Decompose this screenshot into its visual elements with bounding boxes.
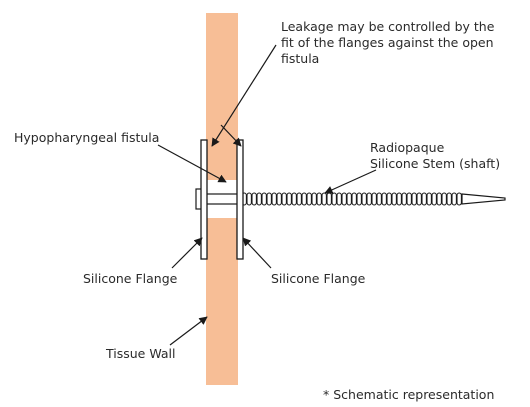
fistula-leader [157,144,227,183]
stem-rib [246,192,252,206]
stem-rib [406,192,412,206]
stem-rib [421,192,427,206]
stem-rib [271,192,277,206]
stem-rib [346,192,352,206]
stem-rib [446,192,452,206]
stem-label-line1: Radiopaque [370,140,445,155]
silicone-flange-left [200,139,208,260]
stem-rib [381,192,387,206]
stem-rib [391,192,397,206]
stem-rib [431,192,437,206]
stem-rib [361,192,367,206]
leakage-leader-right [220,124,242,147]
flange-left-label: Silicone Flange [83,271,178,286]
stem-label-line2: Silicone Stem (shaft) [370,156,500,171]
stem-rib [311,192,317,206]
stem-rib [451,192,457,206]
stem-rib [276,192,282,206]
leakage-label-line1: Leakage may be controlled by the [281,19,495,34]
stem-rib [281,192,287,206]
stem-rib [441,192,447,206]
stem-rib [306,192,312,206]
stem-rib [356,192,362,206]
fistula-label: Hypopharyngeal fistula [14,130,159,145]
silicone-stem [195,188,506,210]
stem-rib [251,192,257,206]
stem-rib [456,192,462,206]
stem-rib [266,192,272,206]
stem-body [203,193,243,205]
stem-rib [291,192,297,206]
stem-rib [371,192,377,206]
stem-rib [316,192,322,206]
tissue-wall-label: Tissue Wall [105,346,176,361]
stem-leader [324,169,377,194]
stem-rib [336,192,342,206]
stem-rib [426,192,432,206]
stem-ribs [241,192,462,206]
stem-rib [286,192,292,206]
leakage-label-line2: fit of the flanges against the open [281,35,494,50]
stem-rib [376,192,382,206]
stem-rib [321,192,327,206]
stem-rib [341,192,347,206]
stem-rib [261,192,267,206]
flange-right-label: Silicone Flange [271,271,366,286]
stem-rib [366,192,372,206]
stem-rib [301,192,307,206]
stem-rib [416,192,422,206]
stem-rib [331,192,337,206]
stem-rib [436,192,442,206]
stem-rib [396,192,402,206]
stem-rib [401,192,407,206]
stem-rib [326,192,332,206]
stem-rib [256,192,262,206]
stem-rib [296,192,302,206]
tissue-wall-leader [169,316,208,346]
flange-right-leader [242,237,272,269]
stem-rib [411,192,417,206]
stem-rib [386,192,392,206]
leakage-label-line3: fistula [281,51,319,66]
silicone-flange-right [236,139,244,260]
schematic-footnote: * Schematic representation [323,387,494,402]
stem-rib [351,192,357,206]
flange-left-leader [171,237,203,269]
leakage-leader-left [211,44,277,147]
stem-tip [461,193,506,205]
